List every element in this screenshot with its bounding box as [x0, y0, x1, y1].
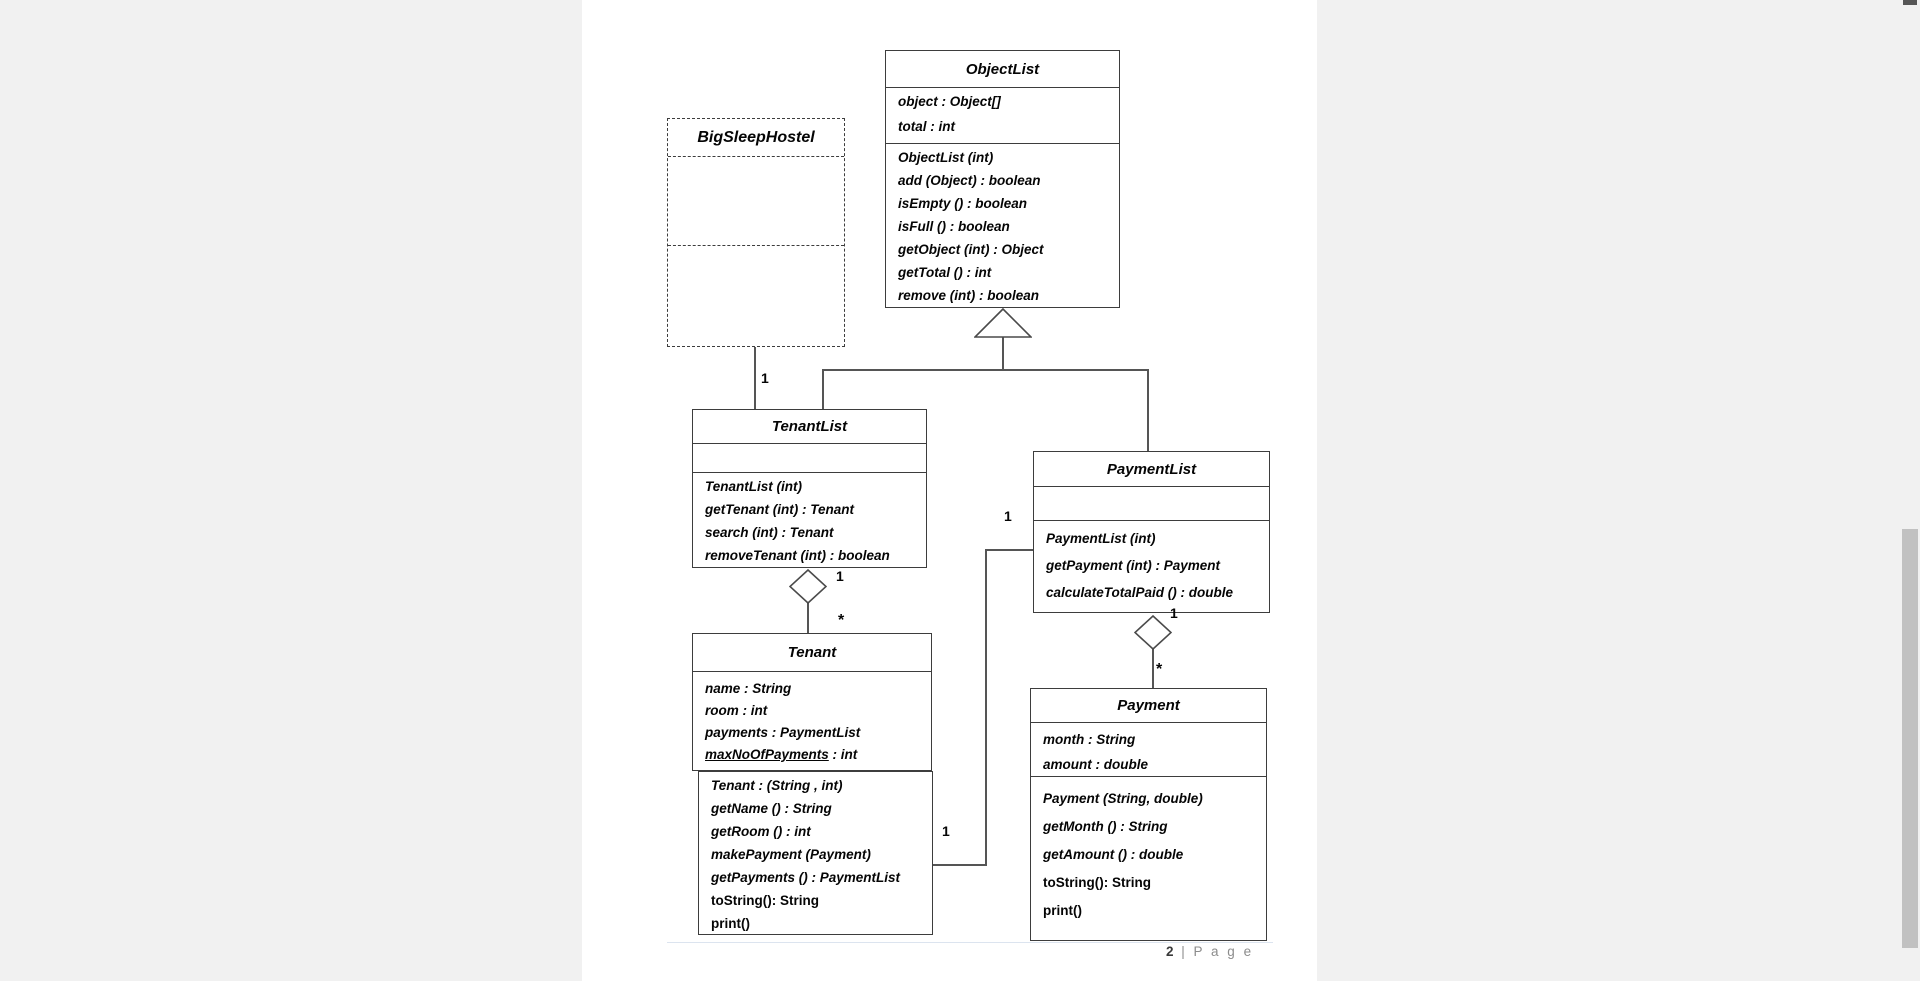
class-bigsleephostel-attributes [668, 157, 844, 246]
member-row: name : String [705, 681, 792, 696]
member-row: isFull () : boolean [898, 219, 1010, 234]
page-label: | P a g e [1181, 944, 1254, 959]
connector-tenantlist-tenant [807, 602, 809, 633]
connector-tenant-paymentlist-h2 [933, 864, 987, 866]
member-row: add (Object) : boolean [898, 173, 1041, 188]
class-paymentlist: PaymentList PaymentList (int) getPayment … [1033, 451, 1270, 613]
member-row: getName () : String [711, 801, 832, 816]
member-row: print() [711, 916, 750, 931]
class-paymentlist-attributes [1034, 487, 1269, 521]
member-row: getPayment (int) : Payment [1046, 558, 1221, 573]
class-objectlist-title: ObjectList [886, 51, 1119, 88]
multiplicity-hostel-tenantlist: 1 [761, 370, 769, 386]
aggregation-diamond-tenantlist-icon [788, 568, 828, 609]
connector-tenant-paymentlist-h1 [985, 549, 1033, 551]
member-row: removeTenant (int) : boolean [705, 548, 890, 563]
class-paymentlist-title: PaymentList [1034, 452, 1269, 487]
member-row: maxNoOfPayments : int [705, 747, 858, 762]
document-page: ObjectList object : Object[]total : int … [582, 0, 1317, 981]
class-tenantlist: TenantList TenantList (int) getTenant (in… [692, 409, 927, 568]
vertical-scrollbar[interactable] [1901, 0, 1920, 981]
class-payment-title: Payment [1031, 689, 1266, 723]
generalization-triangle-icon [973, 307, 1033, 343]
member-row: calculateTotalPaid () : double [1046, 585, 1234, 600]
connector-tenant-paymentlist-v [985, 549, 987, 865]
class-objectlist: ObjectList object : Object[]total : int … [885, 50, 1120, 308]
member-row: getPayments () : PaymentList [711, 870, 901, 885]
class-payment: Payment month : String amount : double Pa… [1030, 688, 1267, 941]
connector-generalization-tenantlist [822, 369, 824, 409]
connector-generalization-horizontal [822, 369, 1149, 371]
multiplicity-tenantlist-one: 1 [836, 568, 844, 584]
page-footer: 2 | P a g e [1166, 944, 1254, 959]
member-row: search (int) : Tenant [705, 525, 834, 540]
multiplicity-tenant-many: * [838, 612, 845, 629]
member-row: getObject (int) : Object [898, 242, 1044, 257]
class-tenantlist-methods: TenantList (int) getTenant (int) : Tenant… [693, 473, 926, 567]
multiplicity-paymentlist-association: 1 [1004, 508, 1012, 524]
member-row: isEmpty () : boolean [898, 196, 1028, 211]
class-bigsleephostel-title: BigSleepHostel [668, 119, 844, 157]
member-row: toString(): String [1043, 875, 1151, 890]
page-number: 2 [1166, 944, 1174, 959]
drawing-canvas-edge [667, 942, 1273, 943]
multiplicity-paymentlist-one: 1 [1170, 605, 1178, 621]
class-tenantlist-title: TenantList [693, 410, 926, 444]
class-objectlist-attributes: object : Object[] total : int [886, 88, 1119, 144]
scrollbar-thumb[interactable] [1902, 529, 1918, 948]
connector-paymentlist-payment [1152, 649, 1154, 688]
member-row: remove (int) : boolean [898, 288, 1040, 303]
class-tenant-title: Tenant [693, 634, 931, 672]
member-row: toString(): String [711, 893, 819, 908]
class-objectlist-methods: ObjectList (int) add (Object) : boolean is… [886, 144, 1119, 307]
member-row: getAmount () : double [1043, 847, 1184, 862]
member-row: getTotal () : int [898, 265, 992, 280]
class-tenant-attributes: name : String room : int payments : Paymen… [693, 672, 931, 770]
member-row: Tenant : (String , int) [711, 778, 843, 793]
class-tenant: Tenant name : String room : int payments :… [692, 633, 932, 771]
connector-generalization-paymentlist [1147, 369, 1149, 451]
connector-hostel-tenantlist [754, 347, 756, 409]
member-row: getRoom () : int [711, 824, 811, 839]
scrollbar-up-arrow[interactable] [1903, 0, 1917, 5]
member-row: Payment (String, double) [1043, 791, 1203, 806]
member-row: PaymentList (int) [1046, 531, 1156, 546]
multiplicity-tenant-association: 1 [942, 823, 950, 839]
member-row: room : int [705, 703, 768, 718]
class-payment-methods: Payment (String, double) getMonth () : St… [1031, 777, 1266, 940]
class-bigsleephostel-methods [668, 246, 844, 346]
member-row: getMonth () : String [1043, 819, 1168, 834]
member-row: month : String [1043, 732, 1136, 747]
aggregation-diamond-paymentlist-icon [1133, 614, 1173, 655]
member-row: makePayment (Payment) [711, 847, 871, 862]
multiplicity-payment-many: * [1156, 661, 1163, 678]
member-row: print() [1043, 903, 1082, 918]
class-bigsleephostel: BigSleepHostel [667, 118, 845, 347]
member-row: TenantList (int) [705, 479, 802, 494]
member-row: ObjectList (int) [898, 150, 994, 165]
member-row: payments : PaymentList [705, 725, 861, 740]
member-row: object : Object[] [898, 94, 1001, 109]
class-tenant-methods: Tenant : (String , int) getName () : Stri… [698, 771, 933, 935]
connector-generalization-stem [1002, 337, 1004, 370]
class-tenantlist-attributes [693, 444, 926, 473]
member-row: amount : double [1043, 757, 1148, 772]
class-paymentlist-methods: PaymentList (int) getPayment (int) : Paym… [1034, 521, 1269, 612]
member-row: getTenant (int) : Tenant [705, 502, 854, 517]
member-row: total : int [898, 119, 955, 134]
class-payment-attributes: month : String amount : double [1031, 723, 1266, 777]
